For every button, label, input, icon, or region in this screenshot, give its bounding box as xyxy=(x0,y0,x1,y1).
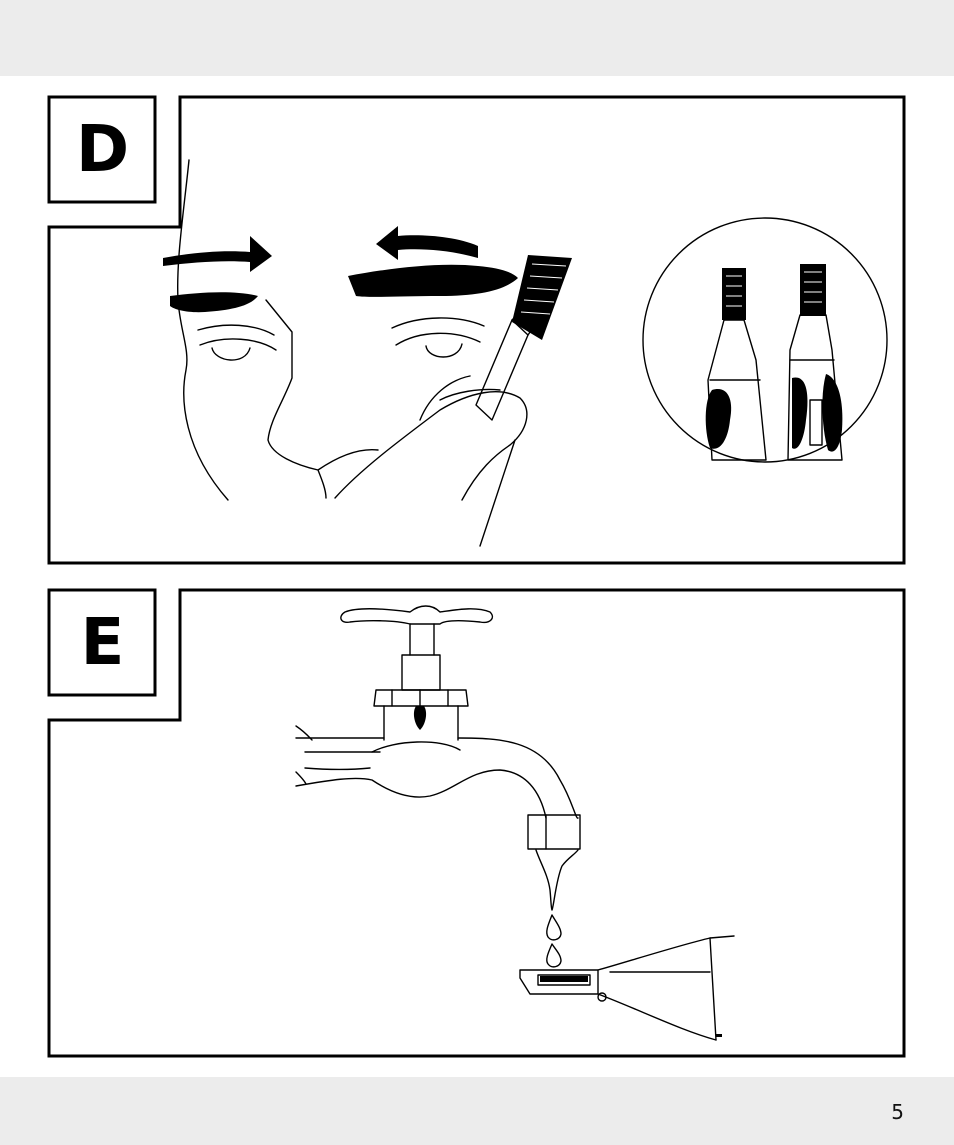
faucet-handle xyxy=(341,606,493,624)
panel-e-frame xyxy=(49,590,904,1056)
trimmer-body-edge xyxy=(610,938,716,1040)
water-stream xyxy=(536,850,578,910)
water-drop-2 xyxy=(547,944,561,967)
page-number: 5 xyxy=(891,1100,904,1124)
faucet-stem xyxy=(410,624,434,655)
faucet-nut xyxy=(374,690,468,706)
trimmer-blade-dark xyxy=(540,976,588,982)
faucet-stem-collar xyxy=(402,655,440,690)
faucet-outlet xyxy=(528,815,580,849)
faucet-pipe-bottom xyxy=(296,770,546,818)
faucet-pipe-top xyxy=(296,738,578,818)
faucet-pipe-inner xyxy=(305,752,380,770)
panel-e-label: E xyxy=(50,591,154,695)
footer-band xyxy=(0,1077,954,1145)
faucet-nozzle-detail xyxy=(414,706,426,730)
faucet-bulge xyxy=(372,742,460,752)
water-drop-1 xyxy=(547,915,561,940)
